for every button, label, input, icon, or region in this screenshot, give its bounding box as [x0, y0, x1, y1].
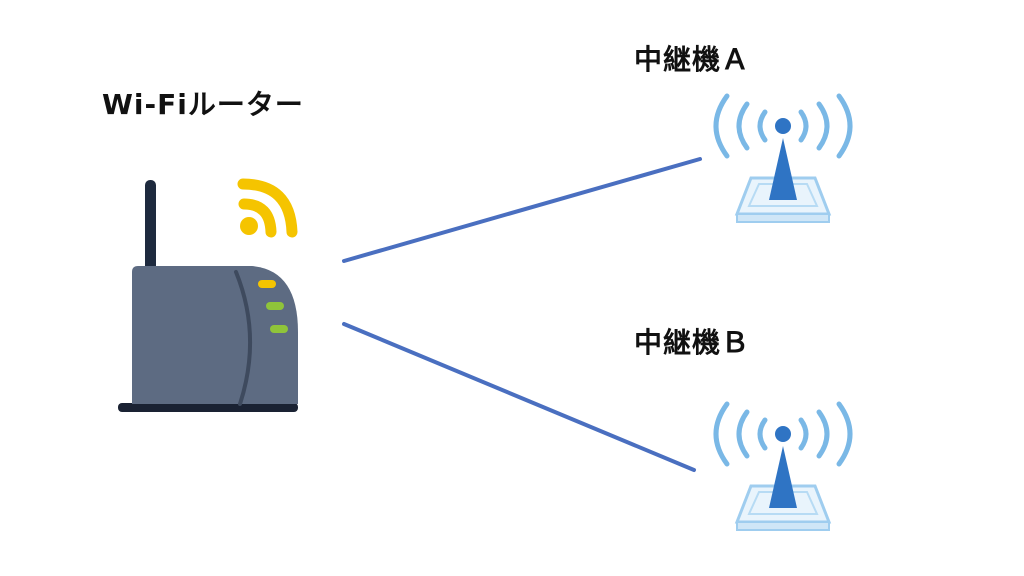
connection-line-a	[342, 157, 702, 263]
repeater-a-base-bottom	[736, 213, 830, 223]
repeater-b-icon	[713, 401, 853, 531]
wifi-signal-arc-1	[238, 198, 277, 238]
repeater-a-wave-r3	[836, 93, 853, 159]
repeater-b-wave-l1	[757, 417, 768, 451]
repeater-a-wave-l2	[736, 101, 750, 151]
wifi-signal-arc-2	[237, 178, 298, 238]
connection-line-b	[342, 322, 696, 472]
repeater-b-base-bottom	[736, 521, 830, 531]
router-body	[132, 266, 298, 404]
repeater-b-wave-r2	[816, 409, 830, 459]
led-green-1	[266, 302, 284, 310]
router-antenna	[145, 180, 156, 272]
repeater-a-wave-l1	[757, 109, 768, 143]
led-yellow	[258, 280, 276, 288]
repeater-b-wave-r3	[836, 401, 853, 467]
repeater-a-wave-l3	[713, 93, 730, 159]
router-label: Wi-Fiルーター	[102, 88, 304, 121]
repeater-a-tip	[775, 118, 791, 134]
wifi-signal-dot	[240, 217, 258, 235]
repeater-a-label: 中継機Ａ	[634, 43, 751, 76]
repeater-b-wave-r1	[798, 417, 809, 451]
wifi-router-icon	[118, 180, 298, 412]
repeater-a-icon	[713, 93, 853, 223]
router-seam	[234, 270, 253, 406]
repeater-a-wave-r1	[798, 109, 809, 143]
led-green-2	[270, 325, 288, 333]
repeater-b-wave-l2	[736, 409, 750, 459]
repeater-b-mast	[769, 446, 797, 508]
router-base	[118, 403, 298, 412]
repeater-b-wave-l3	[713, 401, 730, 467]
repeater-b-label: 中継機Ｂ	[634, 326, 751, 359]
repeater-a-wave-r2	[816, 101, 830, 151]
wifi-signal-icon	[237, 178, 298, 238]
repeater-a-mast	[769, 138, 797, 200]
repeater-b-tip	[775, 426, 791, 442]
